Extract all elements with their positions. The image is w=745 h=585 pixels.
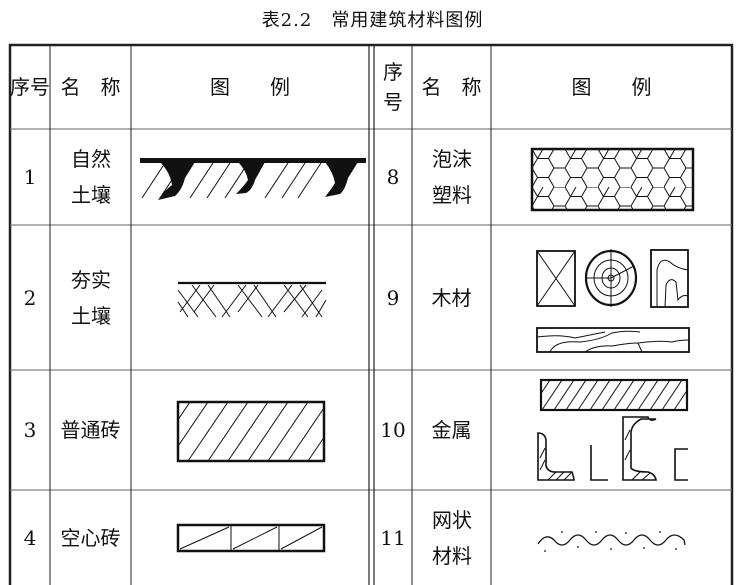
header-index-right: 序号 (383, 60, 403, 114)
mesh-icon (537, 531, 686, 552)
foam-hex-icon (530, 147, 695, 212)
row-index: 3 (23, 418, 37, 442)
row-name: 夯实土壤 (71, 267, 111, 328)
metal-icon (537, 378, 689, 481)
header-index-left: 序号 (10, 75, 50, 99)
row-index: 4 (23, 525, 37, 550)
row-name: 空心砖 (60, 525, 121, 550)
row-name: 金属 (431, 418, 472, 442)
row-index: 8 (386, 165, 400, 189)
rammed-soil-icon (177, 281, 327, 318)
table-title: 表2.2 常用建筑材料图例 (261, 10, 484, 31)
row-name: 网状材料 (432, 507, 472, 568)
header-legend-right: 图 例 (571, 75, 652, 99)
row-index: 9 (386, 285, 400, 310)
brick-icon (176, 400, 326, 463)
wood-icon (536, 249, 690, 353)
row-name: 木材 (431, 285, 472, 310)
natural-soil-icon (140, 158, 366, 200)
row-name: 普通砖 (60, 418, 121, 442)
hollow-brick-icon (176, 523, 326, 553)
row-name: 自然土壤 (71, 147, 111, 207)
row-index: 2 (23, 285, 37, 310)
row-index: 11 (380, 525, 406, 550)
row-index: 10 (380, 418, 406, 442)
header-name-left: 名 称 (60, 75, 121, 99)
header-legend-left: 图 例 (210, 75, 290, 99)
row-name: 泡沫塑料 (432, 147, 472, 207)
header-name-right: 名 称 (421, 75, 482, 99)
row-index: 1 (23, 165, 37, 189)
